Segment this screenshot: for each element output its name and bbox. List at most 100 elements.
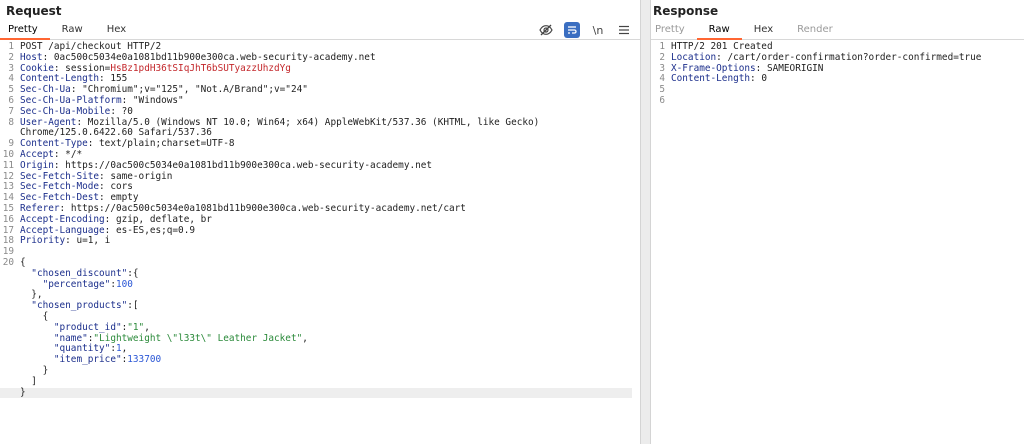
- line-number: 17: [2, 224, 14, 236]
- header-value: */*: [65, 148, 83, 160]
- line-text[interactable]: Sec-Fetch-Site: same-origin: [20, 170, 173, 183]
- line-number: 1: [659, 41, 665, 52]
- line-text[interactable]: HTTP/2 201 Created: [671, 41, 773, 53]
- json-punct: :: [87, 332, 94, 344]
- line-text[interactable]: {: [20, 311, 49, 323]
- line-text[interactable]: Content-Type: text/plain;charset=UTF-8: [20, 138, 235, 150]
- menu-icon[interactable]: [616, 22, 632, 38]
- header-name: Sec-Ch-Ua-Platform: [20, 94, 122, 106]
- json-punct: :: [121, 321, 128, 333]
- response-tab-hex[interactable]: Hex: [753, 24, 774, 35]
- line-text[interactable]: Cookie: session=HsBz1pdH36tSIqJhT6bSUTya…: [20, 62, 291, 75]
- line-text[interactable]: "quantity":1,: [20, 343, 128, 355]
- line-text[interactable]: "chosen_discount":{: [20, 268, 138, 280]
- line-text[interactable]: "percentage":100: [20, 279, 133, 291]
- line-text[interactable]: ]: [20, 376, 37, 388]
- line-text[interactable]: Accept-Encoding: gzip, deflate, br: [20, 213, 212, 226]
- request-tab-hex[interactable]: Hex: [106, 24, 127, 35]
- line-number: [0, 334, 20, 345]
- json-str: "Lightweight \"l33t\" Leather Jacket": [93, 332, 303, 344]
- wrap-lines-icon[interactable]: [564, 22, 580, 38]
- line-text[interactable]: },: [20, 289, 42, 301]
- line-text[interactable]: {: [20, 257, 26, 269]
- line-text[interactable]: X-Frame-Options: SAMEORIGIN: [671, 62, 824, 75]
- line-text[interactable]: "product_id":"1",: [20, 321, 150, 334]
- line-text[interactable]: Sec-Fetch-Mode: cors: [20, 181, 133, 193]
- code-line: "item_price":133700: [0, 354, 640, 366]
- line-text[interactable]: Content-Length: 155: [20, 73, 127, 85]
- line-text[interactable]: POST /api/checkout HTTP/2: [20, 41, 161, 53]
- response-tab-render[interactable]: Render: [797, 24, 833, 35]
- line-number: 19: [2, 246, 14, 258]
- response-tab-pretty[interactable]: Pretty: [655, 24, 685, 35]
- line-text[interactable]: Host: 0ac500c5034e0a1081bd11b900e300ca.w…: [20, 51, 376, 64]
- header-sep: :: [104, 224, 116, 236]
- line-number: 4: [659, 73, 665, 85]
- header-name: Sec-Fetch-Site: [20, 170, 100, 182]
- json-punct: :: [110, 343, 116, 355]
- code-line: "quantity":1,: [0, 343, 640, 355]
- header-value: SAMEORIGIN: [766, 62, 824, 74]
- json-num: 133700: [127, 354, 162, 366]
- json-punct: ,: [121, 343, 128, 355]
- line-number: 18: [2, 235, 14, 247]
- line-text[interactable]: Chrome/125.0.6422.60 Safari/537.36: [20, 127, 212, 139]
- line-text[interactable]: Accept: */*: [20, 148, 83, 161]
- line-number: [0, 301, 20, 312]
- line-text[interactable]: Accept-Language: es-ES,es;q=0.9: [20, 224, 195, 237]
- line-text[interactable]: Sec-Ch-Ua-Mobile: ?0: [20, 105, 133, 118]
- line-text[interactable]: "chosen_products":[: [20, 300, 138, 312]
- code-line: 19: [0, 246, 640, 258]
- line-number: [0, 312, 20, 323]
- code-line: "chosen_discount":{: [0, 268, 640, 280]
- header-value: same-origin: [110, 170, 173, 182]
- line-text[interactable]: "name":"Lightweight \"l33t\" Leather Jac…: [20, 332, 308, 345]
- header-value: cors: [110, 181, 133, 193]
- eye-slash-icon[interactable]: [538, 22, 554, 38]
- json-punct: ,: [302, 332, 308, 344]
- line-text[interactable]: }: [20, 386, 26, 399]
- line-text[interactable]: Location: /cart/order-confirmation?order…: [671, 52, 981, 64]
- line-text[interactable]: Sec-Fetch-Dest: empty: [20, 192, 139, 204]
- line-text[interactable]: Sec-Ch-Ua-Platform: "Windows": [20, 94, 184, 107]
- line-text[interactable]: Origin: https://0ac500c5034e0a1081bd11b9…: [20, 160, 432, 172]
- line-text[interactable]: }: [20, 364, 49, 377]
- line-number: 13: [2, 181, 14, 193]
- json-punct: }: [20, 364, 49, 376]
- line-text[interactable]: Content-Length: 0: [671, 73, 767, 85]
- header-value: text/plain;charset=UTF-8: [99, 138, 235, 150]
- header-sep: :: [42, 51, 54, 63]
- line-text[interactable]: User-Agent: Mozilla/5.0 (Windows NT 10.0…: [20, 117, 539, 129]
- header-sep: :: [110, 105, 122, 117]
- line-text[interactable]: Sec-Ch-Ua: "Chromium";v="125", "Not.A/Br…: [20, 84, 308, 96]
- header-value: gzip, deflate, br: [115, 213, 212, 225]
- line-text[interactable]: "item_price":133700: [20, 354, 162, 366]
- header-continuation: Chrome/125.0.6422.60 Safari/537.36: [20, 127, 212, 139]
- response-tab-raw[interactable]: Raw: [696, 20, 742, 40]
- pane-splitter[interactable]: [640, 0, 650, 444]
- header-name: Accept-Encoding: [20, 213, 105, 225]
- json-str: "1": [127, 321, 145, 333]
- json-punct: }: [20, 386, 26, 398]
- request-tab-pretty[interactable]: Pretty: [0, 20, 50, 40]
- line-text[interactable]: Priority: u=1, i: [20, 235, 110, 247]
- line-text[interactable]: Referer: https://0ac500c5034e0a1081bd11b…: [20, 203, 466, 215]
- newline-icon[interactable]: \n: [592, 23, 604, 37]
- code-line: }: [0, 364, 640, 377]
- line-number: [0, 280, 20, 291]
- header-value: session=: [65, 62, 111, 74]
- request-tab-raw[interactable]: Raw: [61, 24, 83, 35]
- cookie-value: HsBz1pdH36tSIqJhT6bSUTyazzUhzdYg: [110, 62, 291, 74]
- code-line: "product_id":"1",: [0, 321, 640, 334]
